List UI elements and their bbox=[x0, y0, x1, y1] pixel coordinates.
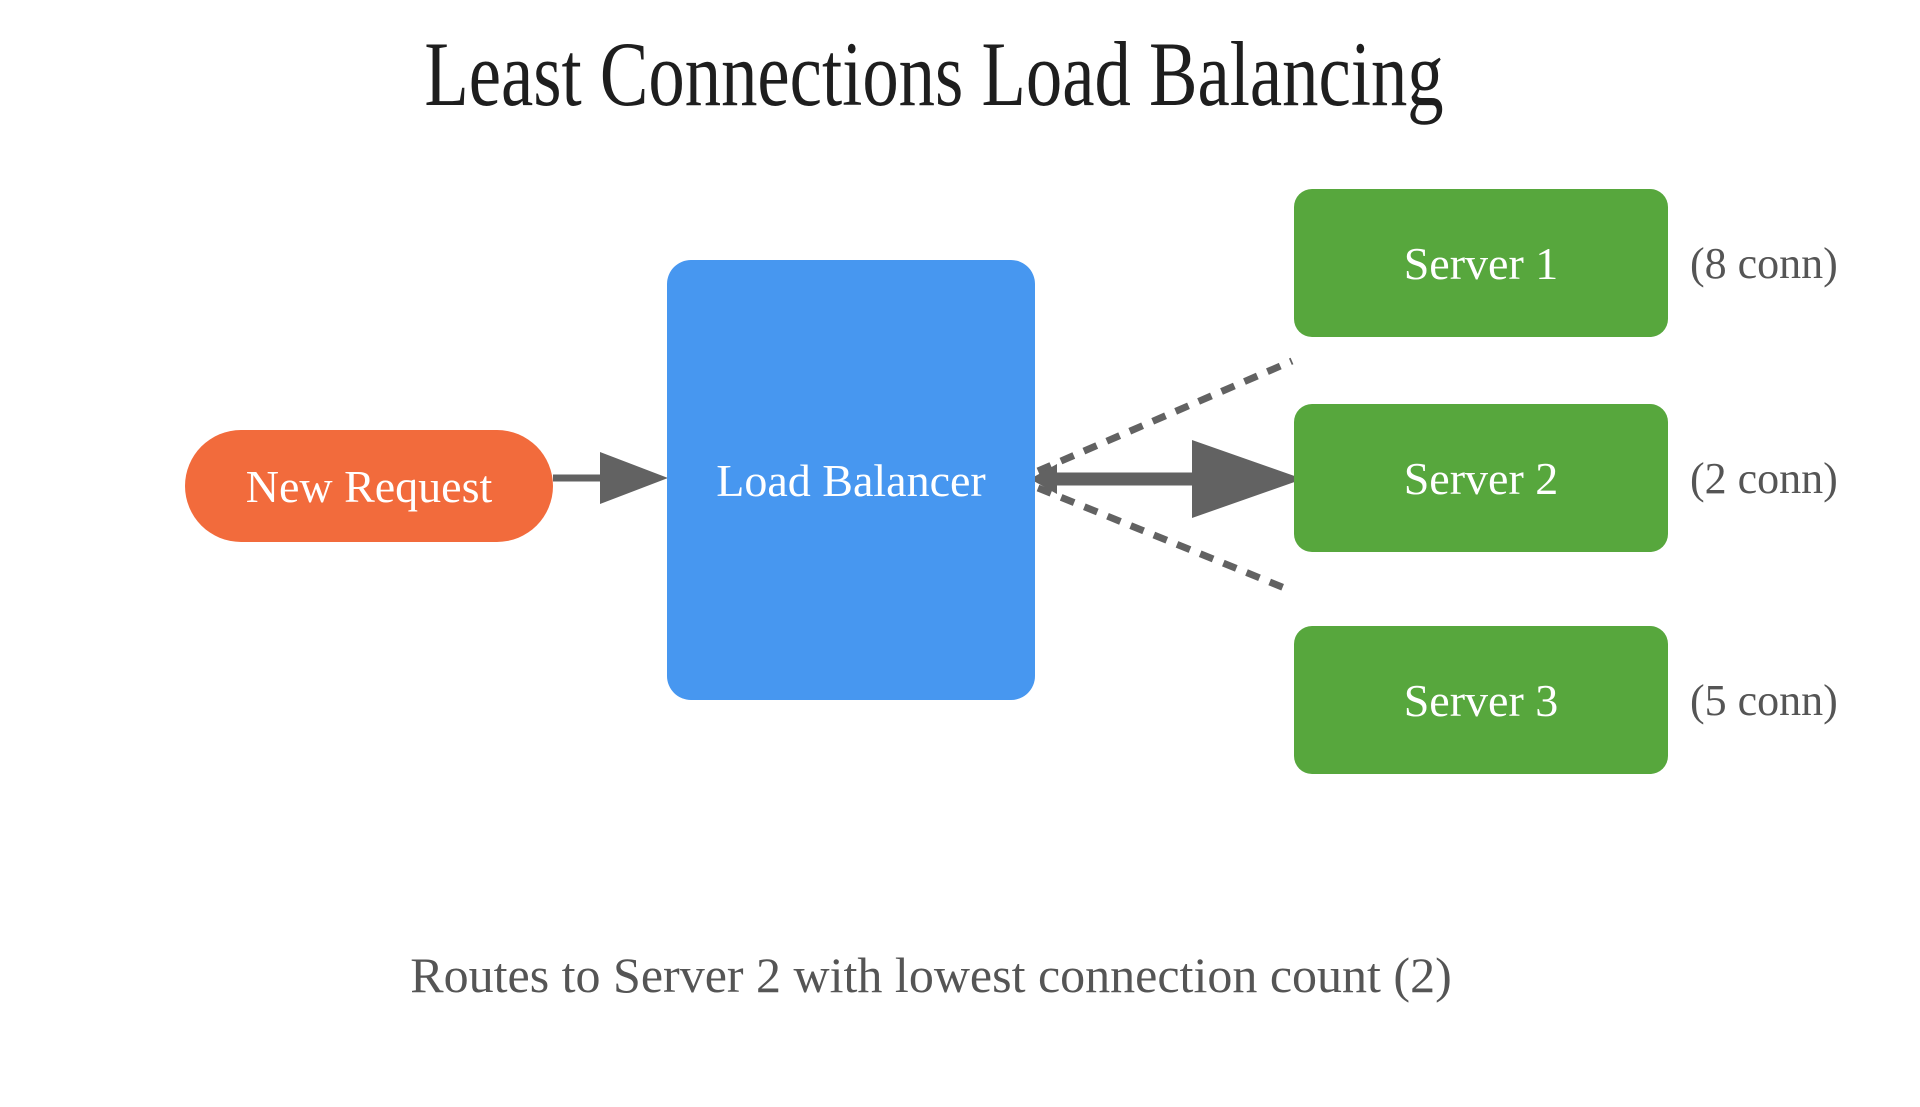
new-request-label: New Request bbox=[245, 460, 493, 512]
node-server-1: Server 1 bbox=[1294, 189, 1668, 337]
edge-lb-to-server2-arrowhead bbox=[1192, 440, 1303, 518]
edge-request-to-lb-arrowhead bbox=[600, 452, 668, 504]
diagram-title: Least Connections Load Balancing bbox=[424, 23, 1444, 125]
server-2-label: Server 2 bbox=[1403, 452, 1559, 504]
server-1-connections-label: (8 conn) bbox=[1690, 238, 1838, 288]
server-2-connections-label: (2 conn) bbox=[1690, 453, 1838, 503]
load-balancer-label: Load Balancer bbox=[716, 454, 986, 506]
server-3-label: Server 3 bbox=[1403, 674, 1559, 726]
server-1-label: Server 1 bbox=[1403, 237, 1559, 289]
node-new-request: New Request bbox=[185, 430, 553, 542]
edge-lb-to-server1-dashed-line bbox=[1036, 357, 1294, 475]
server-3-connections-label: (5 conn) bbox=[1690, 675, 1838, 725]
node-server-3: Server 3 bbox=[1294, 626, 1668, 774]
diagram-caption: Routes to Server 2 with lowest connectio… bbox=[410, 947, 1452, 1003]
edge-lb-to-server3-dashed-line bbox=[1036, 484, 1294, 595]
node-load-balancer: Load Balancer bbox=[667, 260, 1035, 700]
node-server-2: Server 2 bbox=[1294, 404, 1668, 552]
